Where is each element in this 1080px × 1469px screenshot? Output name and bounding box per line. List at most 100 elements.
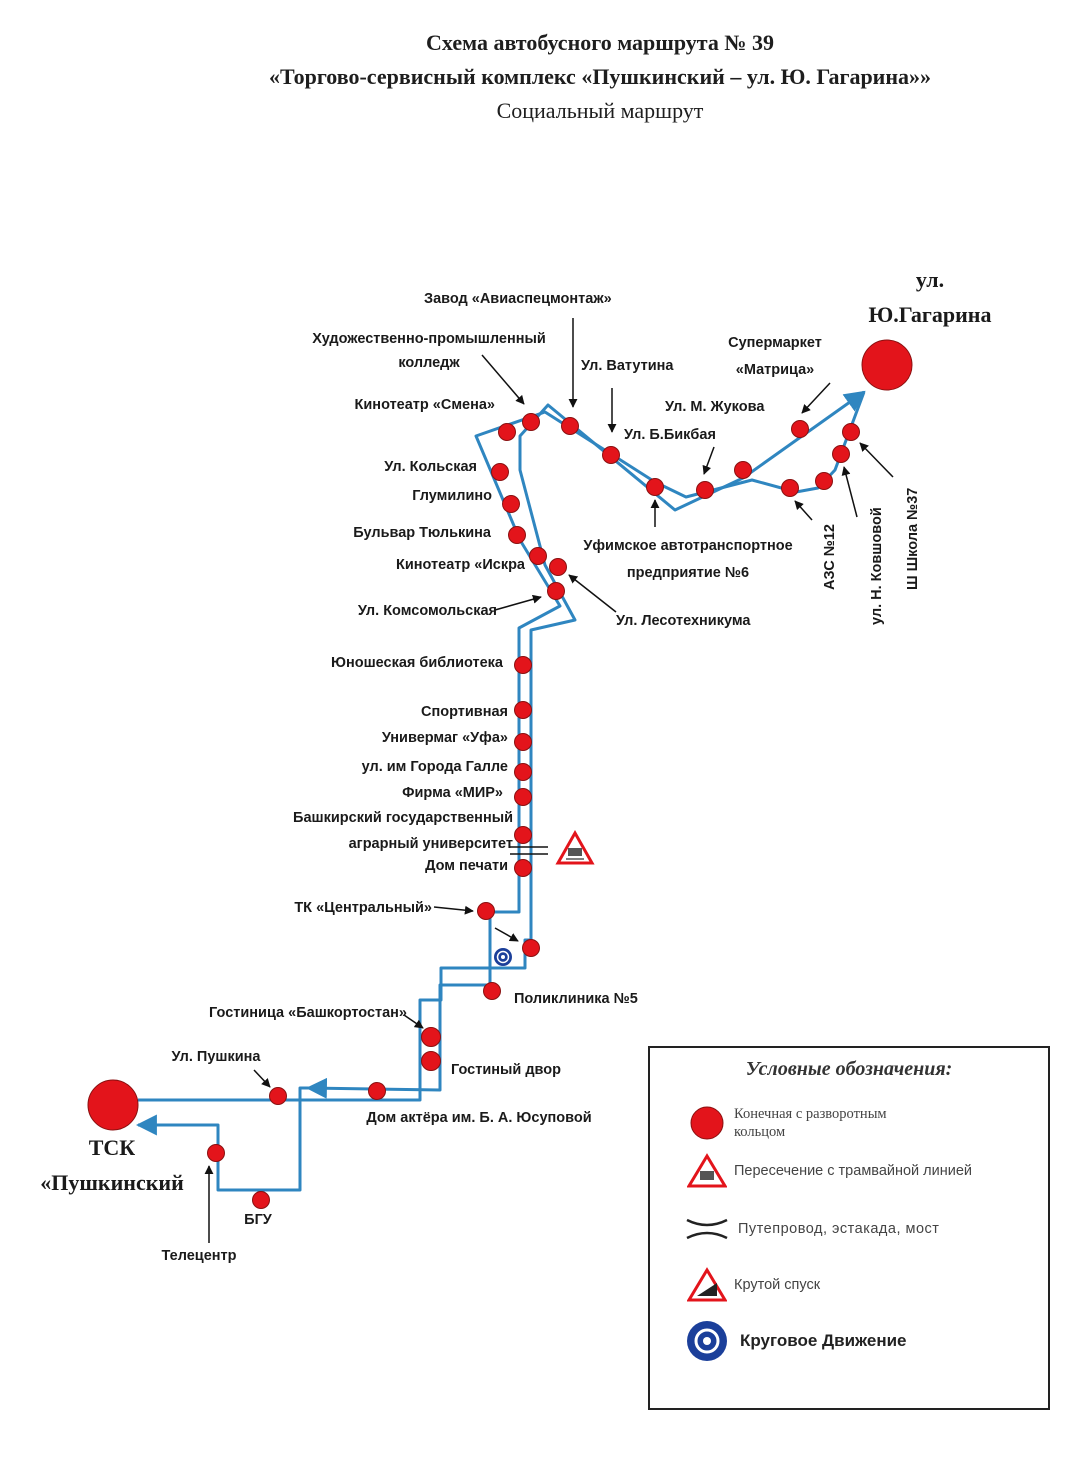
stop-label: БГУ — [244, 1212, 273, 1228]
legend-item-terminal: Конечная с разворотным кольцом — [684, 1100, 887, 1146]
stop-marker[interactable] — [547, 582, 565, 600]
stop-label: колледж — [398, 355, 460, 371]
stop-marker[interactable] — [514, 859, 532, 877]
stop-marker[interactable] — [549, 558, 567, 576]
stop-label: аграрный университет — [349, 836, 513, 852]
legend-bridge-label: Путепровод, эстакада, мост — [738, 1221, 940, 1237]
roundabout-icon — [494, 948, 512, 966]
stop-label: Фирма «МИР» — [402, 785, 503, 801]
stop-label: Ул. М. Жукова — [665, 399, 765, 415]
stop-marker[interactable] — [252, 1191, 270, 1209]
legend-slope-label: Крутой спуск — [734, 1277, 821, 1293]
stop-marker[interactable] — [508, 526, 526, 544]
stop-label: Универмаг «Уфа» — [382, 730, 508, 746]
stop-marker[interactable] — [646, 478, 664, 496]
stop-marker[interactable] — [368, 1082, 386, 1100]
route-type: Социальный маршрут — [496, 98, 704, 123]
terminal-end-label-2: Ю.Гагарина — [869, 302, 992, 327]
stop-marker[interactable] — [734, 461, 752, 479]
stop-label: Ул. Лесотехникума — [616, 613, 751, 629]
stop-marker[interactable] — [514, 733, 532, 751]
stop-label: Спортивная — [421, 704, 508, 720]
stop-label: Дом актёра им. Б. А. Юсуповой — [366, 1110, 591, 1126]
legend-terminal-line2: кольцом — [734, 1124, 786, 1140]
stop-marker[interactable] — [498, 423, 516, 441]
terminal-start-label-2: «Пушкинский — [40, 1170, 184, 1195]
stop-label: Ул. Кольская — [384, 459, 477, 475]
stop-marker[interactable] — [791, 420, 809, 438]
stop-label: Глумилино — [412, 488, 492, 504]
stop-marker[interactable] — [561, 417, 579, 435]
stop-marker[interactable] — [207, 1144, 225, 1162]
stop-marker[interactable] — [781, 479, 799, 497]
stop-label: Башкирский государственный — [293, 810, 513, 826]
legend-tram-label: Пересечение с трамвайной линией — [734, 1163, 973, 1179]
stop-label: Супермаркет — [728, 335, 822, 351]
stop-label: Кинотеатр «Искра — [396, 557, 526, 573]
legend-roundabout-label: Круговое Движение — [740, 1331, 907, 1350]
terminal-icon — [684, 1100, 730, 1146]
stop-label: ул. им Города Галле — [362, 759, 508, 775]
stop-label: ТК «Центральный» — [294, 900, 432, 916]
stop-marker[interactable] — [421, 1051, 441, 1071]
steep-slope-icon — [684, 1262, 730, 1308]
stop-label: ул. Н. Ковшовой — [869, 507, 885, 625]
tram-crossing-icon — [684, 1148, 730, 1194]
stop-label: Гостиница «Башкортостан» — [209, 1005, 407, 1021]
legend-item-roundabout: Круговое Движение — [684, 1318, 907, 1364]
stop-marker[interactable] — [514, 763, 532, 781]
roundabout-icon — [684, 1318, 730, 1364]
stop-marker[interactable] — [502, 495, 520, 513]
legend-terminal-line1: Конечная с разворотным — [734, 1106, 887, 1122]
terminal-start-label-1: ТСК — [89, 1135, 136, 1160]
stop-labels: Завод «Авиаспецмонтаж» Художественно-про… — [162, 291, 921, 1264]
stop-label: Поликлиника №5 — [514, 991, 638, 1007]
map-title: Схема автобусного маршрута № 39 — [426, 30, 774, 55]
terminal-end-marker[interactable] — [861, 339, 913, 391]
stop-marker[interactable] — [514, 656, 532, 674]
stop-label: Телецентр — [162, 1248, 237, 1264]
stop-label: Уфимское автотранспортное — [583, 538, 792, 554]
stop-marker[interactable] — [514, 826, 532, 844]
stop-marker[interactable] — [522, 939, 540, 957]
stop-label: Юношеская библиотека — [331, 655, 504, 671]
stop-label: Бульвар Тюлькина — [353, 525, 492, 541]
legend-title: Условные обозначения: — [745, 1058, 953, 1080]
stop-marker[interactable] — [522, 413, 540, 431]
legend-item-bridge: Путепровод, эстакада, мост — [684, 1206, 939, 1252]
stop-marker[interactable] — [421, 1027, 441, 1047]
stop-label: Ул. Пушкина — [172, 1049, 262, 1065]
legend-item-slope: Крутой спуск — [684, 1262, 820, 1308]
tram-crossing-icon — [555, 829, 595, 865]
stop-label: Ул. Комсомольская — [358, 603, 497, 619]
stop-marker[interactable] — [696, 481, 714, 499]
stop-marker[interactable] — [815, 472, 833, 490]
terminal-start-marker[interactable] — [87, 1079, 139, 1131]
label-pointers — [204, 318, 894, 1243]
stop-marker[interactable] — [514, 788, 532, 806]
stop-label: «Матрица» — [736, 362, 814, 378]
stop-marker[interactable] — [269, 1087, 287, 1105]
stop-marker[interactable] — [842, 423, 860, 441]
route-line-telecenter-loop — [135, 1086, 308, 1192]
stop-label: Завод «Авиаспецмонтаж» — [424, 291, 612, 307]
tram-crossing-mark — [510, 846, 548, 855]
legend-item-tram: Пересечение с трамвайной линией — [684, 1148, 972, 1194]
stop-marker[interactable] — [483, 982, 501, 1000]
stop-marker[interactable] — [477, 902, 495, 920]
stop-label: Ул. Б.Бикбая — [624, 427, 716, 443]
stop-label: Кинотеатр «Смена» — [355, 397, 495, 413]
stop-marker[interactable] — [832, 445, 850, 463]
stop-marker[interactable] — [602, 446, 620, 464]
stop-marker[interactable] — [514, 701, 532, 719]
stop-label: Ул. Ватутина — [581, 358, 674, 374]
stop-markers — [207, 413, 860, 1209]
stop-marker[interactable] — [491, 463, 509, 481]
terminal-end-label-1: ул. — [916, 267, 944, 292]
map-subtitle: «Торгово-сервисный комплекс «Пушкинский … — [268, 64, 932, 89]
stop-label: предприятие №6 — [627, 565, 749, 581]
stop-label: Ш Школа №37 — [905, 488, 921, 590]
stop-marker[interactable] — [529, 547, 547, 565]
stop-label: Гостиный двор — [451, 1062, 561, 1078]
